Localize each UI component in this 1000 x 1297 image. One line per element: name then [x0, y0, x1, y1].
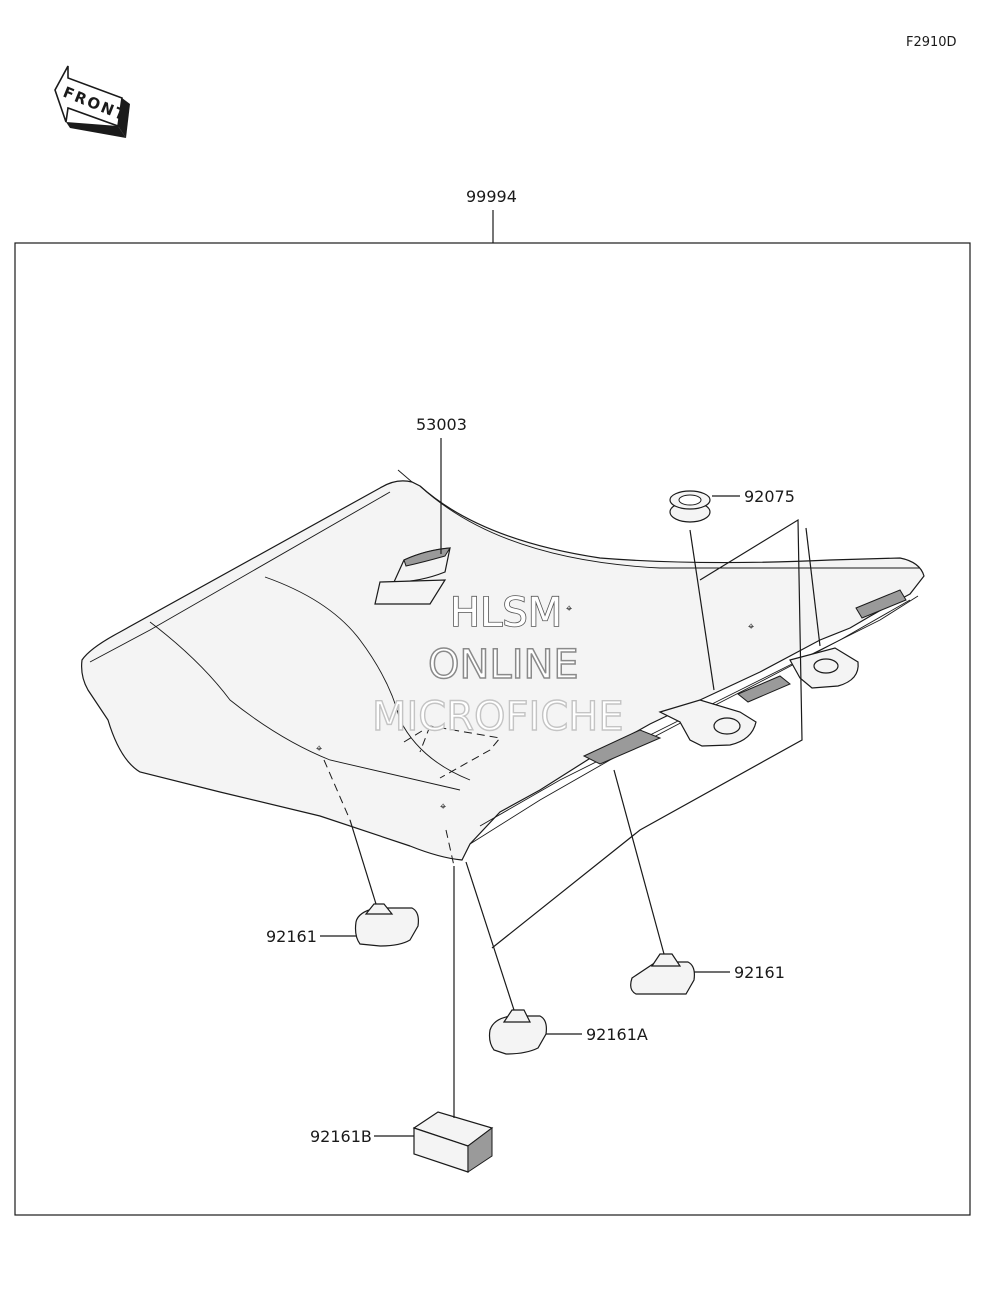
- label-damper-center: 92161A: [586, 1025, 648, 1044]
- label-damper-left: 92161: [266, 927, 317, 946]
- assembly-part-number: 99994: [466, 187, 517, 206]
- front-arrow-icon: FRONT: [54, 65, 130, 138]
- mark-b: ⌖: [440, 800, 446, 813]
- grommet-guide: [689, 529, 715, 691]
- damper-right: [630, 953, 695, 995]
- diagram-code: F2910D: [906, 35, 957, 50]
- damper-center: [488, 1009, 547, 1055]
- seat-body: ⌖ ⌖ ⌖ ⌖: [81, 469, 925, 861]
- leader-damper-right-up: [613, 769, 665, 955]
- watermark-line-3: MICROFICHE: [372, 694, 624, 740]
- mark-a: ⌖: [316, 742, 322, 755]
- watermark-line-1: HLSM: [450, 590, 562, 636]
- label-grommet: 92075: [744, 487, 795, 506]
- assembly-frame: [14, 242, 971, 1216]
- grommet-guide-2: [805, 527, 821, 647]
- dash-damper-left: [323, 759, 351, 821]
- grommet: [669, 490, 711, 523]
- label-damper-right: 92161: [734, 963, 785, 982]
- right-bracket-lines: [491, 518, 803, 949]
- damper-block: [412, 1111, 494, 1173]
- mark-c: ⌖: [748, 620, 754, 633]
- mark-d: ⌖: [566, 602, 572, 615]
- dash-damper-block: [445, 829, 455, 867]
- leader-damper-center-up: [465, 861, 515, 1011]
- label-damper-block: 92161B: [310, 1127, 372, 1146]
- watermark-line-2: ONLINE: [428, 642, 579, 688]
- watermark: HLSM ONLINE MICROFICHE: [371, 589, 624, 741]
- label-seat-cover: 53003: [416, 415, 467, 434]
- leader-damper-left-up: [349, 819, 377, 905]
- damper-left: [354, 903, 419, 947]
